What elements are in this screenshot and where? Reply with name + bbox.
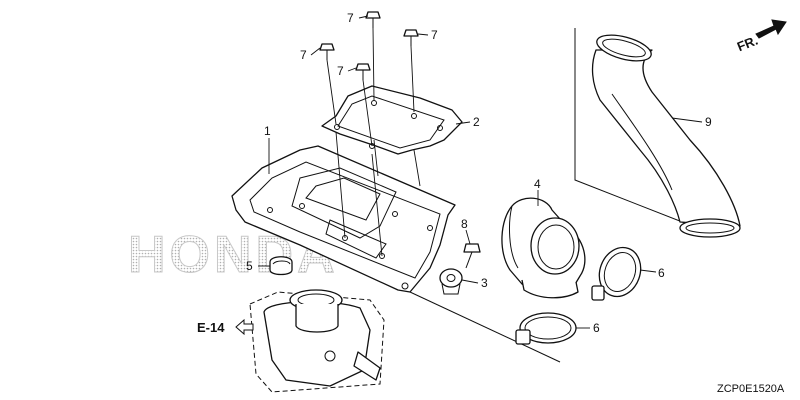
direction-label: FR. (735, 33, 760, 55)
front-arrow-icon (755, 19, 787, 39)
part-label-7-top: 7 (347, 11, 354, 25)
part-label-6-upper: 6 (658, 266, 665, 280)
part-label-4: 4 (534, 177, 541, 191)
part-label-5: 5 (246, 259, 253, 273)
insulator-assembly (249, 289, 385, 393)
part-label-6-lower: 6 (593, 321, 600, 335)
part-label-3: 3 (481, 276, 488, 290)
reference-callout: E-14 (197, 318, 254, 336)
part-label-8: 8 (461, 217, 468, 231)
bolt-7c (319, 43, 335, 60)
diagram-code: ZCP0E1520A (717, 383, 785, 395)
part-label-1: 1 (264, 124, 271, 138)
bolt-7b (403, 29, 419, 46)
bolt-8 (463, 243, 481, 269)
leader-lines (258, 15, 703, 329)
grommet (439, 268, 463, 295)
part-label-7-right: 7 (431, 28, 438, 42)
boundary-line-lower (409, 291, 561, 363)
hose-clamp-upper (591, 246, 642, 301)
part-label-9: 9 (705, 115, 712, 129)
hose-clamp-lower (515, 312, 577, 345)
clip (269, 256, 293, 276)
intake-tube (591, 34, 741, 238)
part-label-7-middle: 7 (337, 64, 344, 78)
front-direction-indicator: FR. (735, 19, 787, 55)
reference-arrow-icon (235, 318, 254, 336)
part-label-7-left: 7 (300, 48, 307, 62)
top-plate (321, 85, 463, 155)
part-label-2: 2 (473, 115, 480, 129)
reference-label: E-14 (197, 320, 225, 335)
elbow-tube (501, 197, 586, 299)
bolt-7d (355, 63, 371, 80)
boundary-line (574, 28, 691, 226)
bolt-7a (365, 11, 381, 28)
